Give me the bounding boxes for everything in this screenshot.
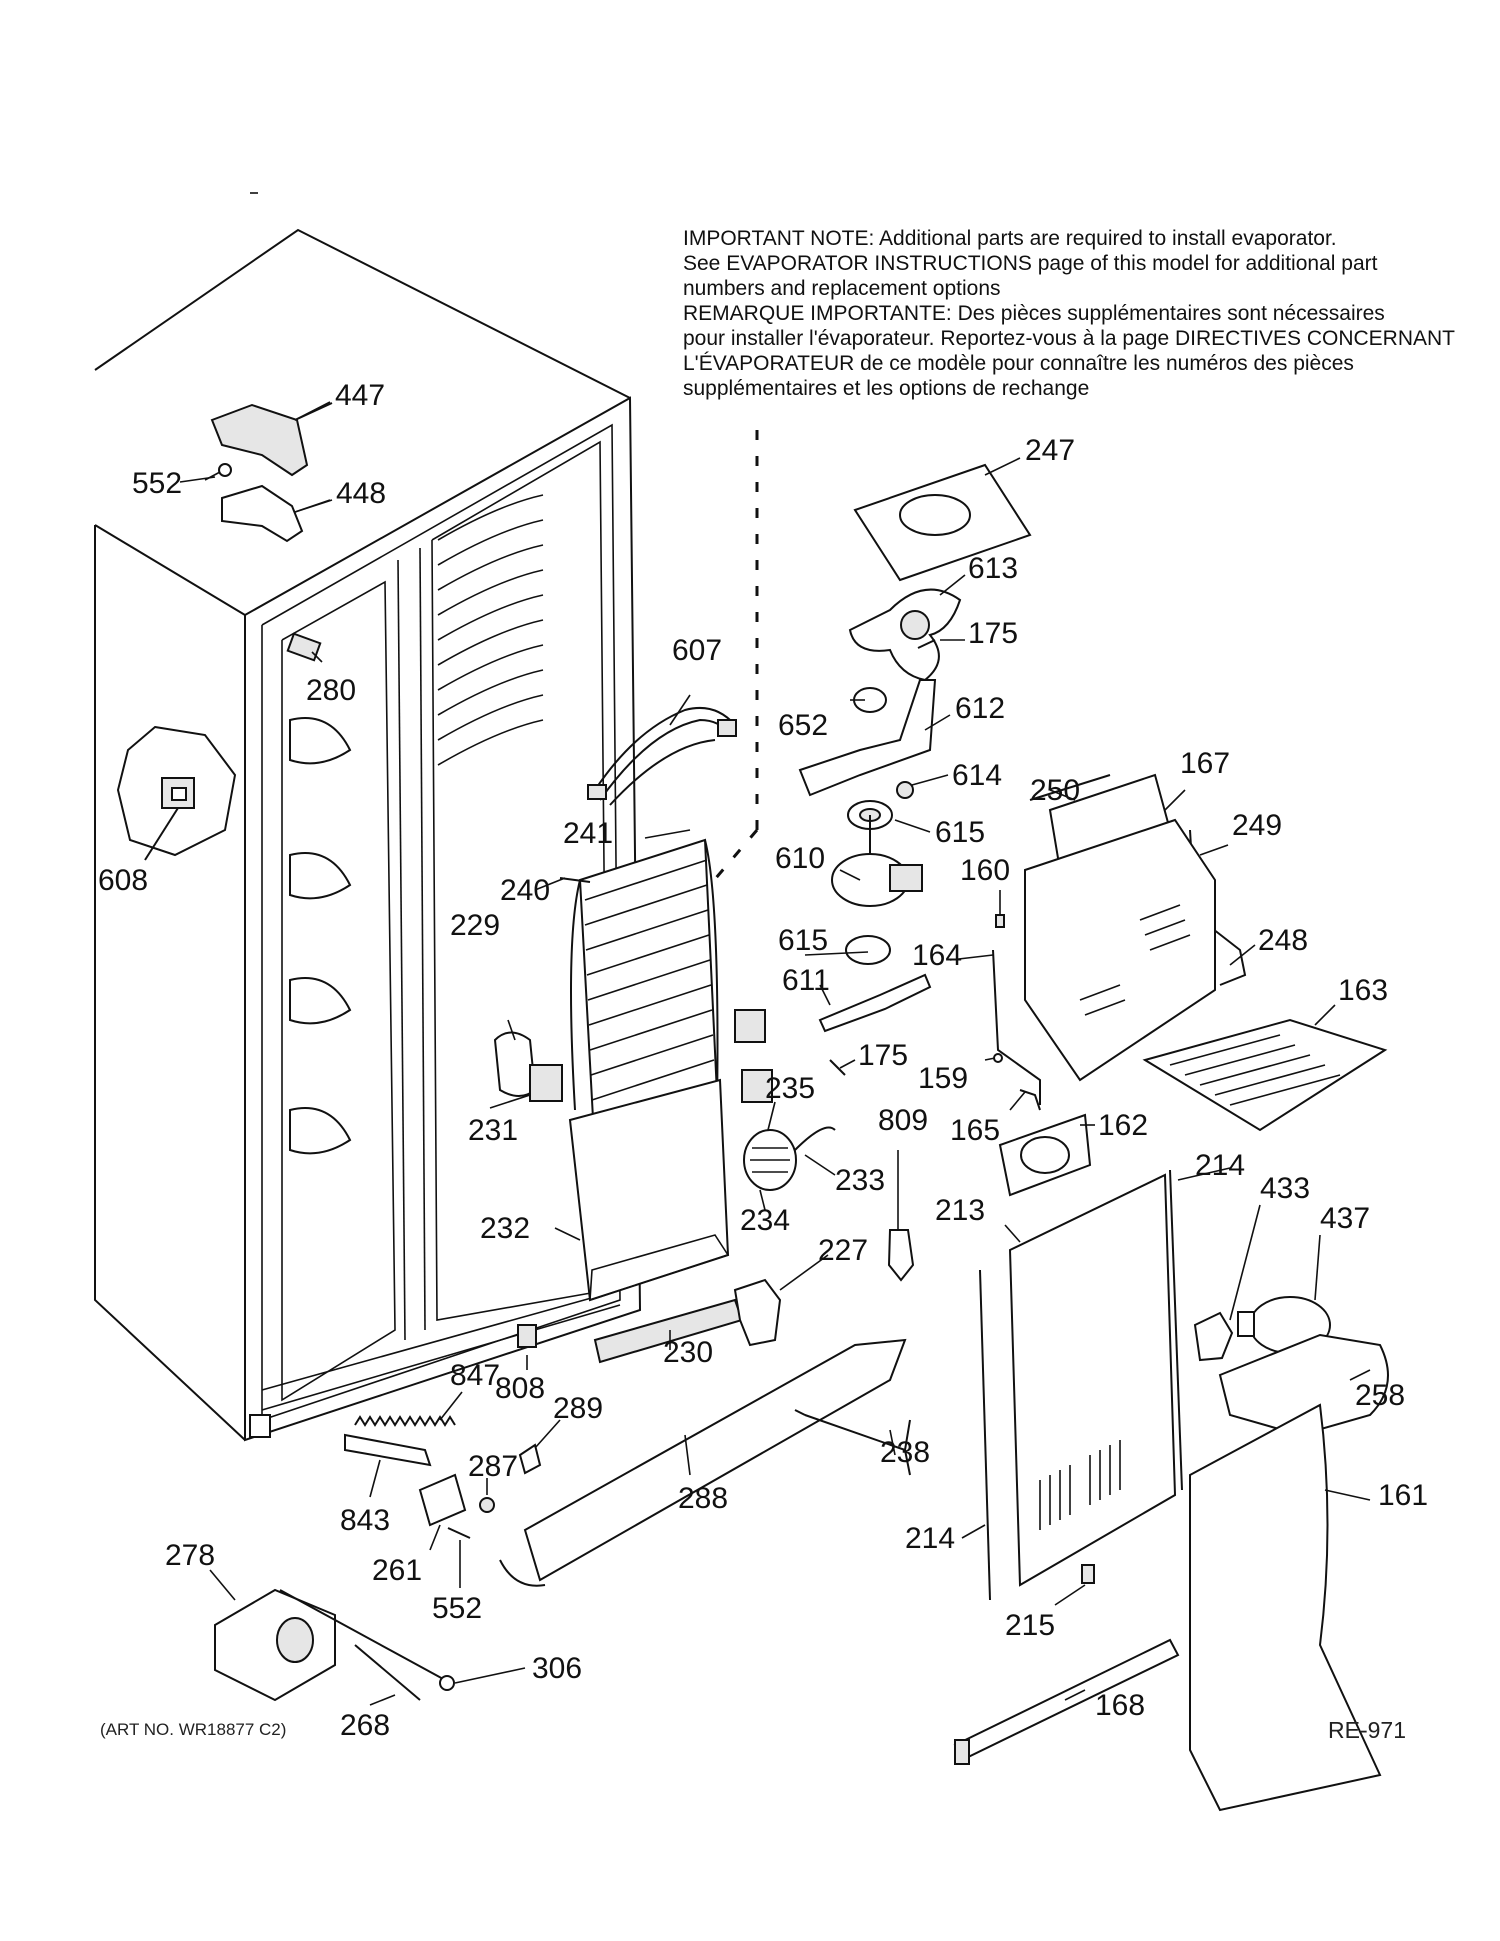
callout-433: 433 [1260,1172,1310,1205]
callout-161: 161 [1378,1479,1428,1512]
callout-250: 250 [1030,774,1080,807]
callout-163: 163 [1338,974,1388,1007]
callout-843: 843 [340,1504,390,1537]
callout-247: 247 [1025,434,1075,467]
callout-164: 164 [912,939,962,972]
callout-238: 238 [880,1436,930,1469]
art-number: (ART NO. WR18877 C2) [100,1720,286,1739]
callout-847: 847 [450,1359,500,1392]
callout-288: 288 [678,1482,728,1515]
note-line: L'ÉVAPORATEUR de ce modèle pour connaîtr… [683,352,1354,375]
callout-215: 215 [1005,1609,1055,1642]
fan-assembly [798,463,1032,1076]
callout-235: 235 [765,1072,815,1105]
callout-552b: 552 [432,1592,482,1625]
callout-232: 232 [480,1212,530,1245]
callout-280: 280 [306,674,356,707]
guide-dash-diag [678,829,759,921]
cabinet [94,228,642,1442]
callout-809: 809 [878,1104,928,1137]
callout-614: 614 [952,759,1002,792]
callout-165: 165 [950,1114,1000,1147]
callout-306: 306 [532,1652,582,1685]
callout-278: 278 [165,1539,215,1572]
note-line: supplémentaires et les options de rechan… [683,377,1089,400]
callout-233: 233 [835,1164,885,1197]
reference-code: RE-971 [1328,1717,1406,1743]
callout-175: 175 [968,617,1018,650]
callout-287: 287 [468,1450,518,1483]
callout-162: 162 [1098,1109,1148,1142]
callout-610: 610 [775,842,825,875]
callout-268: 268 [340,1709,390,1742]
note-line: numbers and replacement options [683,277,1001,300]
callout-611: 611 [782,964,830,997]
right-parts [953,773,1389,1812]
evaporator-assembly [493,706,773,1364]
important-note: IMPORTANT NOTE: Additional parts are req… [683,227,1455,400]
callout-231: 231 [468,1114,518,1147]
callout-160: 160 [960,854,1010,887]
note-line: IMPORTANT NOTE: Additional parts are req… [683,227,1337,250]
callout-175b: 175 [858,1039,908,1072]
callout-613: 613 [968,552,1018,585]
callout-240: 240 [500,874,550,907]
callout-808: 808 [495,1372,545,1405]
note-line: REMARQUE IMPORTANTE: Des pièces suppléme… [683,302,1385,325]
callout-159: 159 [918,1062,968,1095]
callout-168: 168 [1095,1689,1145,1722]
callout-552: 552 [132,467,182,500]
callout-652: 652 [778,709,828,742]
callout-437: 437 [1320,1202,1370,1235]
callout-448: 448 [336,477,386,510]
lower-parts [214,1126,915,1702]
callout-214b: 214 [905,1522,955,1555]
callout-615b: 615 [778,924,828,957]
callout-229: 229 [450,909,500,942]
note-line: pour installer l'évaporateur. Reportez-v… [683,327,1455,350]
callout-289: 289 [553,1392,603,1425]
callout-214: 214 [1195,1149,1245,1182]
callout-447: 447 [335,379,385,412]
callout-607: 607 [672,634,722,667]
note-line: See EVAPORATOR INSTRUCTIONS page of this… [683,252,1378,275]
callout-249: 249 [1232,809,1282,842]
switch-inset [116,725,237,861]
callout-261: 261 [372,1554,422,1587]
callout-230: 230 [663,1336,713,1369]
callout-612: 612 [955,692,1005,725]
callout-213: 213 [935,1194,985,1227]
callout-241: 241 [563,817,613,850]
callout-248: 248 [1258,924,1308,957]
callout-258: 258 [1355,1379,1405,1412]
callout-608: 608 [98,864,148,897]
callouts: 447 552 448 280 608 247 613 175 607 652 … [98,379,1428,1742]
callout-234: 234 [740,1204,790,1237]
callout-615: 615 [935,816,985,849]
callout-167: 167 [1180,747,1230,780]
leader-lines [179,401,1371,1706]
top-hinge-parts [204,402,333,543]
callout-227: 227 [818,1234,868,1267]
